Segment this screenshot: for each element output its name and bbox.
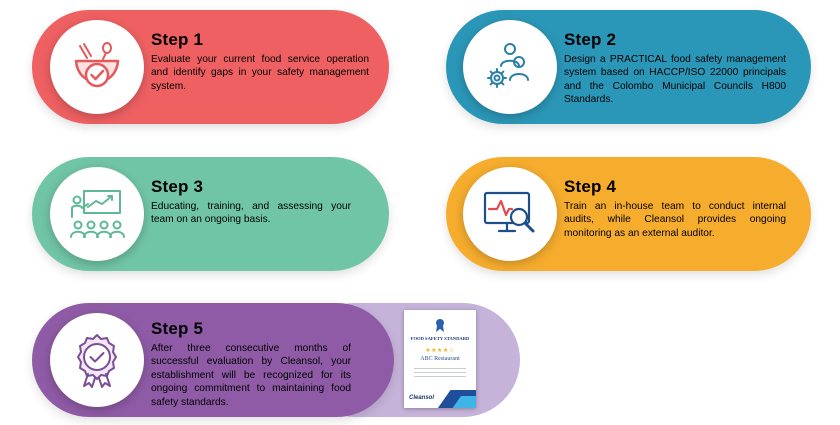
step-5-description: After three consecutive months of succes… [151, 343, 351, 408]
step-1-title: Step 1 [151, 30, 204, 49]
step-5-title: Step 5 [151, 319, 204, 338]
step-4-icon-circle [463, 167, 557, 261]
step-3-description: Educating, training, and assessing your … [151, 201, 351, 226]
step-1-description: Evaluate your current food service opera… [151, 54, 369, 92]
step-4-title: Step 4 [564, 177, 617, 196]
certificate-recipient: ABC Restaurant [420, 356, 460, 362]
step-2-title: Step 2 [564, 30, 617, 49]
ribbon-icon [436, 319, 444, 332]
certificate-stars: ★★★★☆ [425, 348, 455, 354]
food-bowl-check-icon [74, 42, 120, 88]
certificate-text-lines [414, 368, 466, 380]
team-gear-icon [487, 43, 529, 88]
food-safety-certificate: FOOD SAFETY STANDARD ★★★★☆ ABC Restauran… [404, 310, 476, 408]
step-4-description: Train an in-house team to conduct intern… [564, 201, 786, 239]
step-3-title: Step 3 [151, 177, 204, 196]
award-badge-icon [77, 334, 117, 388]
monitor-search-icon [483, 191, 535, 233]
step-3-icon-circle [50, 167, 144, 261]
step-5-icon-circle [50, 313, 144, 407]
step-1-icon-circle [50, 20, 144, 114]
presentation-training-icon [70, 190, 125, 238]
step-2-icon-circle [463, 20, 557, 114]
certificate-brand-logo: Cleansol [409, 395, 435, 401]
step-2-description: Design a PRACTICAL food safety managemen… [564, 54, 786, 106]
certificate-title: FOOD SAFETY STANDARD [410, 336, 470, 341]
